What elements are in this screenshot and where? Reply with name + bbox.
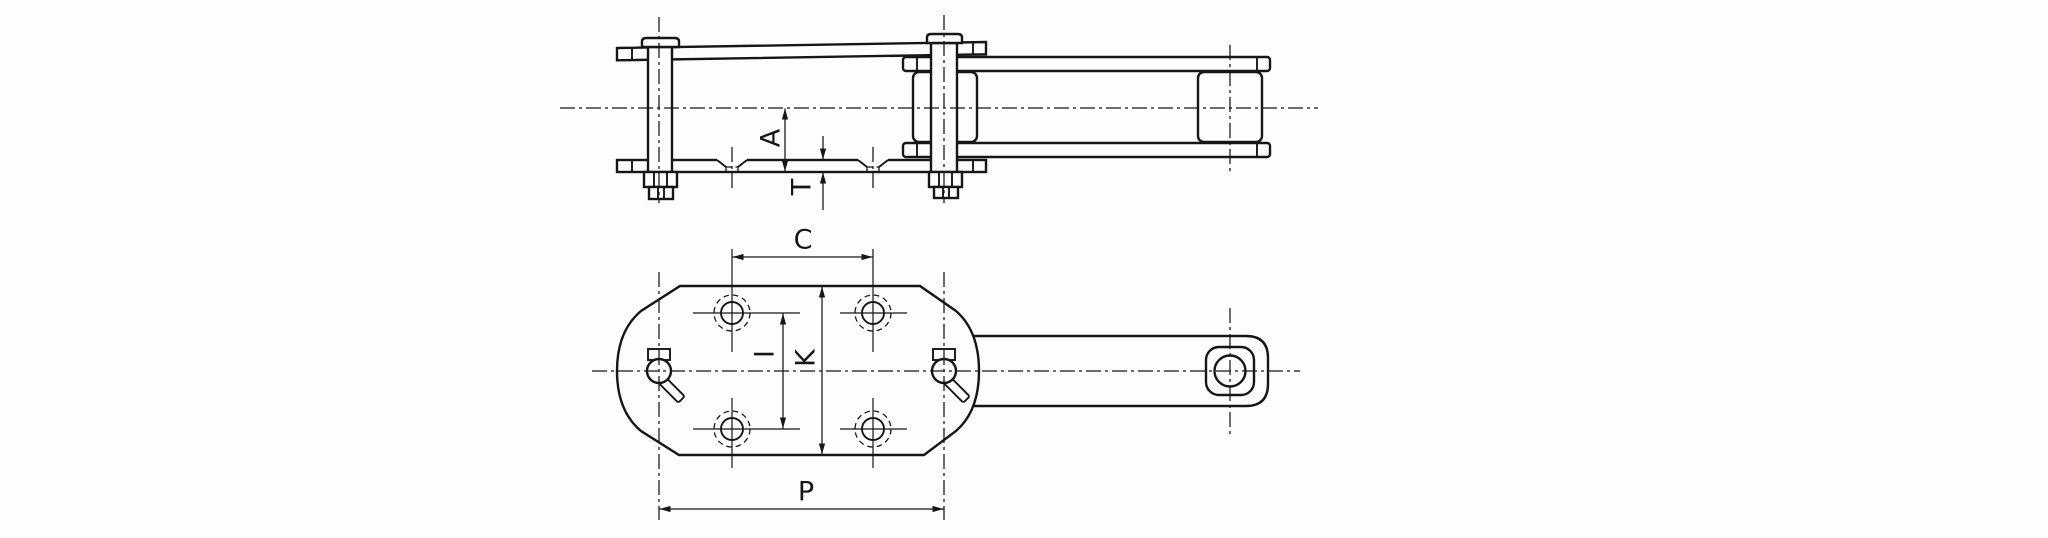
nut-facet-lines <box>653 172 668 199</box>
nut-upper-tier <box>642 170 679 189</box>
countersink-flare-lines <box>857 159 889 168</box>
countersink-flare-lines <box>716 159 748 168</box>
hole-centre-extension-lines <box>693 249 907 468</box>
attachment-plate-side-view <box>615 158 988 174</box>
bolt-head-1 <box>640 36 681 49</box>
nut-upper-tier <box>927 170 964 189</box>
dimension-label-P: P <box>798 477 814 508</box>
dimension-label-K: K <box>791 348 822 367</box>
dimension-label-T: T <box>787 178 818 196</box>
attachment-plate-outline <box>615 284 981 457</box>
bolt-head-2 <box>925 32 964 45</box>
countersink-hidden-lines <box>725 166 739 172</box>
plan-view: C I K P <box>592 225 1300 520</box>
countersink-hidden-lines <box>866 166 880 172</box>
nut-lower-tier <box>647 185 675 201</box>
side-elevation-view: A T <box>560 15 1318 210</box>
roller-link-bottom-sidebar <box>901 141 1272 159</box>
bolt-pin-1-body <box>646 45 674 174</box>
nut-lower-tier <box>932 185 960 200</box>
castle-nut-2 <box>927 170 964 200</box>
dimension-label-C: C <box>794 225 813 256</box>
dimension-label-I: I <box>750 350 781 358</box>
nut-facet-lines <box>938 172 953 198</box>
dimension-label-A: A <box>756 128 787 147</box>
attachment-link-top-sidebar <box>615 40 988 62</box>
castle-nut-1 <box>642 170 679 201</box>
roller-link-top-sidebar <box>901 55 1272 73</box>
